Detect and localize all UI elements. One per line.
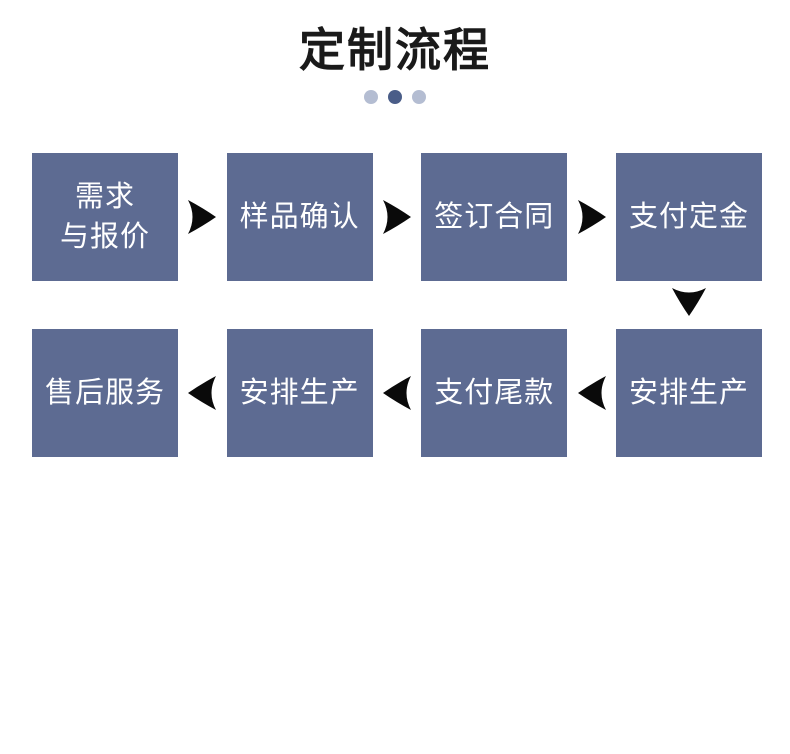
arrow-left-icon (188, 376, 217, 410)
flow-step-label: 安排生产 (628, 377, 749, 409)
flow-step-pay-balance: 支付尾款 (421, 329, 568, 457)
flow-step-label: 支付尾款 (434, 377, 555, 409)
arrow-right-icon (382, 200, 411, 234)
page-title: 定制流程 (299, 24, 491, 76)
arrow-down-connector (670, 287, 708, 317)
arrow-right-icon (577, 200, 606, 234)
arrow-left-icon (382, 376, 411, 410)
flow-step-sample-confirmation: 样品确认 (226, 153, 373, 281)
dot-icon (364, 90, 378, 104)
flow-step-label: 样品确认 (239, 201, 360, 233)
flow-step-after-sales-service: 售后服务 (32, 329, 178, 457)
flow-step-label: 安排生产 (239, 377, 360, 409)
arrow-right-icon (188, 200, 217, 234)
flow-step-label: 与报价 (59, 221, 150, 253)
flow-step-requirements-quote: 需求 与报价 (32, 153, 178, 281)
dot-icon (412, 90, 426, 104)
flow-step-arrange-production: 安排生产 (226, 329, 373, 457)
dot-icon (388, 90, 402, 104)
flow-step-sign-contract: 签订合同 (421, 153, 568, 281)
flow-step-label: 售后服务 (44, 377, 165, 409)
flow-step-label: 支付定金 (628, 201, 749, 233)
flow-step-label: 签订合同 (434, 201, 555, 233)
flow-row-2: 售后服务 安排生产 支付尾款 安排生产 (32, 329, 762, 457)
arrow-left-icon (577, 376, 606, 410)
flow-step-label: 需求 (74, 181, 135, 213)
flow-row-1: 需求 与报价 样品确认 签订合同 支付定金 (32, 153, 762, 281)
arrow-down-icon (672, 288, 706, 316)
title-decoration-dots (0, 90, 790, 104)
flow-step-arrange-production-2: 安排生产 (615, 329, 762, 457)
flow-step-pay-deposit: 支付定金 (615, 153, 762, 281)
